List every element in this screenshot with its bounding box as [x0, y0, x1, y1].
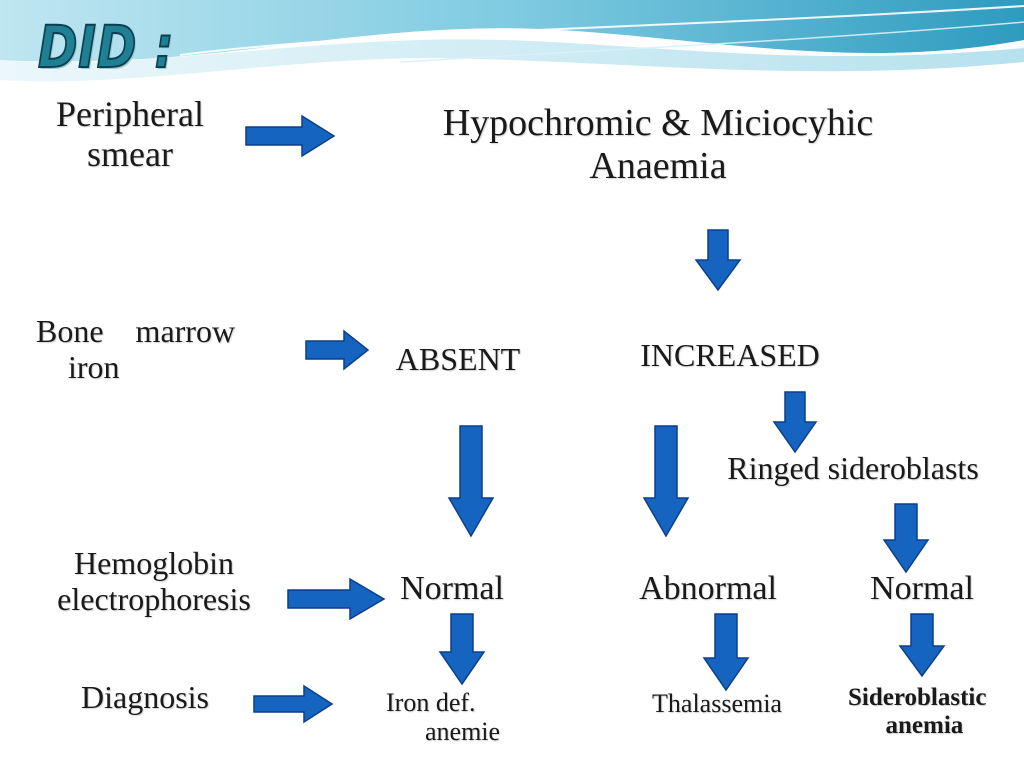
node-iron-def-anemie: Iron def. anemie	[386, 688, 501, 747]
node-increased: INCREASED	[640, 337, 820, 373]
arrow-down-increased	[772, 391, 818, 454]
node-normal-right: Normal	[870, 570, 974, 607]
header-wave-line	[179, 5, 1024, 56]
label-bone-marrow-iron: Bone marrow iron	[36, 313, 236, 385]
node-sideroblastic-anemia: Sideroblastic anemia	[848, 684, 987, 739]
node-ringed-sideroblasts: Ringed sideroblasts	[727, 450, 979, 486]
label-hemoglobin-electrophoresis: Hemoglobin electrophoresis	[57, 545, 251, 617]
header-wave-light	[0, 39, 1024, 82]
label-peripheral-smear: Peripheral smear	[56, 94, 204, 175]
arrow-right-bone-marrow	[305, 329, 370, 371]
node-hypochromic-anaemia: Hypochromic & Miciocyhic Anaemia	[442, 102, 874, 187]
node-thalassemia: Thalassemia	[652, 689, 782, 718]
arrow-down-abnormal	[702, 613, 750, 692]
slide-title: DID :	[37, 13, 175, 81]
node-abnormal: Abnormal	[639, 570, 777, 607]
node-absent: ABSENT	[395, 341, 521, 377]
arrow-right-diagnosis	[253, 684, 334, 724]
arrow-down-absent	[447, 425, 495, 538]
arrow-down-hypochromic	[694, 229, 742, 292]
header-wave-line-2	[399, 21, 1024, 63]
arrow-right-peripheral	[245, 114, 336, 158]
arrow-right-hemoglobin	[287, 577, 386, 621]
label-diagnosis: Diagnosis	[81, 679, 209, 715]
node-normal-left: Normal	[400, 570, 504, 607]
arrow-down-normal-right	[898, 613, 946, 678]
arrow-down-ringed	[882, 503, 930, 574]
arrow-down-increased-abnormal	[642, 425, 690, 538]
arrow-down-normal-left	[438, 613, 486, 686]
